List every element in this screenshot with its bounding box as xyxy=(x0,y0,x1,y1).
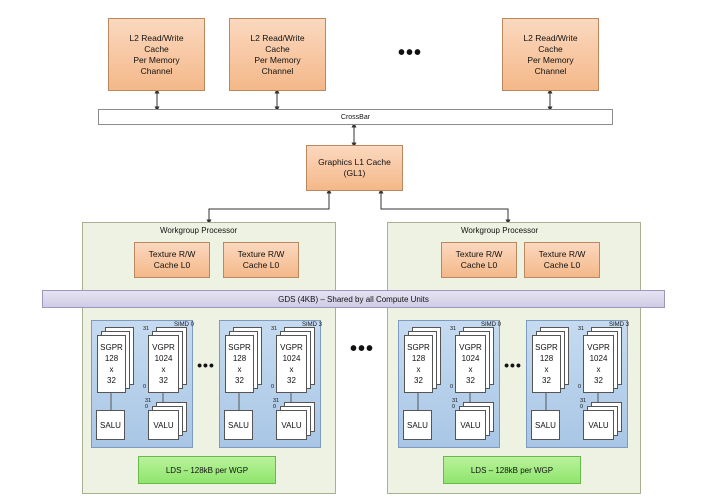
valu-unit: VALU xyxy=(455,410,486,440)
salu-unit: SALU xyxy=(531,410,560,440)
wgp-title: Workgroup Processor xyxy=(160,226,238,235)
simd-label: SIMD 0 xyxy=(481,322,502,328)
texture-cache-box: Texture R/W Cache L0 xyxy=(134,242,210,278)
texture-cache-box: Texture R/W Cache L0 xyxy=(524,242,600,278)
register-index-top: 31 xyxy=(273,398,280,404)
wgp-title: Workgroup Processor xyxy=(461,226,539,235)
vgpr-register-file: VGPR 1024 x 32 xyxy=(148,335,179,393)
vgpr-register-file: VGPR 1024 x 32 xyxy=(583,335,614,393)
vgpr-register-file: VGPR 1024 x 32 xyxy=(455,335,486,393)
register-index-top: 31 xyxy=(452,398,459,404)
salu-unit: SALU xyxy=(96,410,125,440)
gl1-cache-box: Graphics L1 Cache (GL1) xyxy=(306,145,403,191)
register-index-bottom: 0 xyxy=(273,404,277,410)
salu-unit: SALU xyxy=(403,410,432,440)
texture-cache-box: Texture R/W Cache L0 xyxy=(441,242,517,278)
simd-label: SIMD 3 xyxy=(609,322,630,328)
lds-bar: LDS – 128kB per WGP xyxy=(443,456,581,484)
simd-label: SIMD 0 xyxy=(174,322,195,328)
register-index-top: 31 xyxy=(450,326,457,332)
register-index-top: 31 xyxy=(145,398,152,404)
ellipsis-dots: ••• xyxy=(349,338,374,360)
gds-bar: GDS (4KB) – Shared by all Compute Units xyxy=(42,290,665,308)
l2-cache-box: L2 Read/Write Cache Per Memory Channel xyxy=(108,18,205,91)
simd-label: SIMD 3 xyxy=(302,322,323,328)
sgpr-register-file: SGPR 128 x 32 xyxy=(532,335,561,393)
gl1-wgp-left-arrow xyxy=(206,188,332,225)
register-index-bottom: 0 xyxy=(580,404,584,410)
register-index-top: 31 xyxy=(580,398,587,404)
crossbar: CrossBar xyxy=(98,109,613,125)
ellipsis-dots: ••• xyxy=(197,357,215,373)
valu-unit: VALU xyxy=(148,410,179,440)
register-index-bottom: 0 xyxy=(450,384,454,390)
ellipsis-dots: ••• xyxy=(397,42,422,64)
sgpr-register-file: SGPR 128 x 32 xyxy=(404,335,433,393)
sgpr-register-file: SGPR 128 x 32 xyxy=(225,335,254,393)
register-index-bottom: 0 xyxy=(452,404,456,410)
salu-unit: SALU xyxy=(224,410,253,440)
register-index-bottom: 0 xyxy=(143,384,147,390)
valu-unit: VALU xyxy=(276,410,307,440)
valu-unit: VALU xyxy=(583,410,614,440)
register-index-bottom: 0 xyxy=(578,384,582,390)
sgpr-register-file: SGPR 128 x 32 xyxy=(97,335,126,393)
lds-bar: LDS – 128kB per WGP xyxy=(138,456,276,484)
l2-cache-box: L2 Read/Write Cache Per Memory Channel xyxy=(229,18,326,91)
texture-cache-box: Texture R/W Cache L0 xyxy=(223,242,299,278)
register-index-bottom: 0 xyxy=(145,404,149,410)
gl1-wgp-right-arrow xyxy=(378,188,511,225)
register-index-top: 31 xyxy=(578,326,585,332)
register-index-bottom: 0 xyxy=(271,384,275,390)
ellipsis-dots: ••• xyxy=(504,357,522,373)
l2-cache-box: L2 Read/Write Cache Per Memory Channel xyxy=(502,18,599,91)
register-index-top: 31 xyxy=(271,326,278,332)
register-index-top: 31 xyxy=(143,326,150,332)
vgpr-register-file: VGPR 1024 x 32 xyxy=(276,335,307,393)
